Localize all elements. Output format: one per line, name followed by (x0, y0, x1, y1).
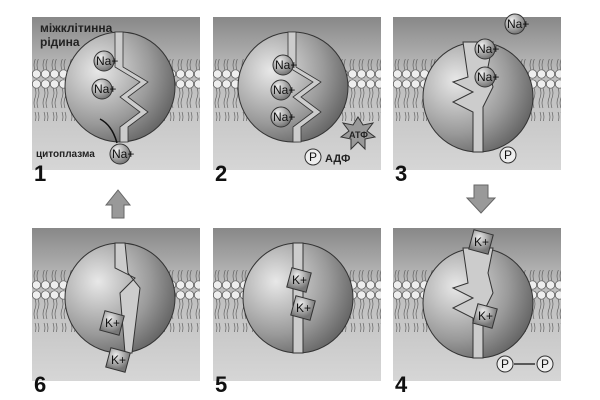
svg-text:Na+: Na+ (112, 147, 134, 161)
step-number: 5 (215, 372, 227, 397)
step-2-panel: Na+ Na+ Na+ P АДФ АТФ 2 (213, 17, 381, 186)
extracellular-label-2: рідина (40, 35, 80, 49)
svg-text:Na+: Na+ (477, 70, 499, 84)
adp-label: АДФ (325, 153, 350, 165)
svg-text:K+: K+ (296, 301, 311, 315)
na-ion: Na+ (91, 78, 116, 100)
k-ion: K+ (286, 267, 312, 293)
svg-text:P: P (541, 357, 549, 371)
atp-burst-icon (339, 116, 377, 151)
atp-label: АТФ (349, 130, 368, 140)
na-ion: Na+ (272, 54, 297, 76)
step-number: 3 (395, 161, 407, 186)
na-ion: Na+ (109, 143, 134, 165)
step-3-panel: Na+ Na+ Na+ P 3 (393, 13, 561, 186)
na-ion: Na+ (504, 13, 529, 35)
step-6-panel: K+ K+ 6 (32, 228, 200, 397)
step-number: 1 (34, 161, 46, 186)
k-ion: K+ (290, 295, 316, 321)
extracellular-label: міжклітинна (40, 21, 113, 35)
k-ion: K+ (105, 347, 131, 373)
step-number: 2 (215, 161, 227, 186)
svg-text:K+: K+ (474, 235, 489, 249)
phosphate: P (496, 355, 514, 373)
svg-text:Na+: Na+ (96, 54, 118, 68)
svg-text:K+: K+ (105, 316, 120, 330)
down-arrow-icon (465, 184, 497, 214)
svg-text:Na+: Na+ (273, 83, 295, 97)
k-ion: K+ (468, 229, 494, 255)
na-ion: Na+ (474, 38, 499, 60)
step-number: 6 (34, 372, 46, 397)
svg-text:Na+: Na+ (507, 17, 529, 31)
step-number: 4 (395, 372, 408, 397)
na-ion: Na+ (270, 106, 295, 128)
phosphate: P (304, 148, 322, 166)
k-ion: K+ (472, 303, 498, 329)
step-1-panel: міжклітинна рідина цитоплазма Na+ Na+ Na… (32, 17, 200, 186)
cytoplasm-label: цитоплазма (36, 149, 95, 160)
svg-text:Na+: Na+ (94, 82, 116, 96)
svg-text:K+: K+ (478, 309, 493, 323)
phosphate: P (499, 146, 517, 164)
na-ion: Na+ (270, 79, 295, 101)
k-ion: K+ (99, 310, 125, 336)
svg-text:Na+: Na+ (273, 110, 295, 124)
na-ion: Na+ (474, 66, 499, 88)
phosphate: P (536, 355, 554, 373)
svg-text:K+: K+ (292, 273, 307, 287)
step-5-panel: K+ K+ 5 (213, 228, 381, 397)
arrow-icon (99, 118, 118, 144)
svg-text:K+: K+ (111, 353, 126, 367)
na-ion: Na+ (93, 50, 118, 72)
svg-text:Na+: Na+ (477, 42, 499, 56)
svg-text:P: P (504, 148, 512, 162)
up-arrow-icon (104, 189, 132, 219)
svg-text:P: P (309, 150, 317, 164)
step-4-panel: K+ K+ P P 4 (393, 228, 561, 397)
svg-text:Na+: Na+ (275, 58, 297, 72)
svg-text:P: P (501, 357, 509, 371)
